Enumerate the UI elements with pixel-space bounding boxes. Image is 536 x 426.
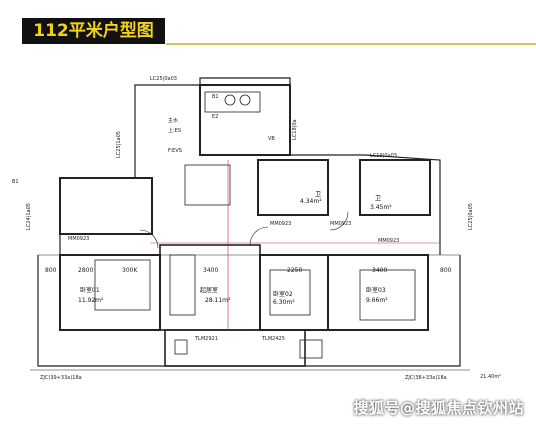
label-b1: B1 xyxy=(12,179,19,185)
label-balcony-2: TLM2425 xyxy=(261,336,285,342)
label-xt: 主水 xyxy=(168,117,178,124)
bed-02 xyxy=(269,269,311,316)
bedroom01-wall xyxy=(59,254,161,331)
room-name-0: 卧室01 xyxy=(80,286,100,294)
label-door-left: MM0923 xyxy=(68,236,89,242)
label-ac-small: LC18|0a xyxy=(292,119,298,140)
bathroom-right-wall xyxy=(359,159,431,216)
stove-burner xyxy=(224,94,236,106)
room-area-2: 6.30m² xyxy=(273,299,295,306)
label-ac-top: LC25|0a03 xyxy=(150,76,177,82)
dim-text-6: 800 xyxy=(440,267,452,274)
balcony-fixture-2 xyxy=(299,339,323,359)
room-name-4: 卫 xyxy=(315,191,321,198)
dim-text-2: 300K xyxy=(122,267,138,274)
label-area-total: 21.40m² xyxy=(480,374,501,380)
stove-burner-2 xyxy=(239,94,251,106)
label-ac-right-mid: LC25|0a05 xyxy=(468,203,474,230)
label-vb: VB xyxy=(268,136,275,142)
bed-03 xyxy=(359,269,416,321)
title-text: 112平米户型图 xyxy=(33,21,154,41)
bed-01 xyxy=(94,259,151,311)
room-name-2: 卧室02 xyxy=(273,290,293,298)
label-balcony: TLM2921 xyxy=(194,336,218,342)
outer-wall-north xyxy=(59,77,441,255)
label-es: 上:ES xyxy=(168,127,181,134)
bathroom-mid-wall xyxy=(257,159,329,216)
dim-text-4: 2250 xyxy=(287,267,302,274)
dim-text-0: 800 xyxy=(45,267,57,274)
room-name-3: 卧室03 xyxy=(366,286,386,294)
label-ac-left-top: LC25|1a05 xyxy=(116,131,122,158)
label-shaft: F:EVS xyxy=(168,148,182,154)
balcony-wall xyxy=(164,329,306,367)
label-door-mid: MM0923 xyxy=(270,221,291,227)
bedroom03-wall xyxy=(327,254,429,331)
sofa xyxy=(169,254,196,316)
label-kitchen: E2 xyxy=(212,114,218,120)
label-window-bottom-2: ZJC(38+33a)18a xyxy=(405,375,447,381)
room-area-5: 3.45m² xyxy=(370,204,392,211)
title-underline xyxy=(166,43,536,45)
label-door-mid2: MM0923 xyxy=(330,221,351,227)
label-window-bottom: ZJC(39+33a)18a xyxy=(40,375,82,381)
dim-text-5: 3400 xyxy=(372,267,387,274)
label-b2: B1 xyxy=(212,94,219,100)
room-name-1: 起居室 xyxy=(200,286,218,294)
label-door-right: MM0923 xyxy=(378,238,399,244)
door-arc-2 xyxy=(329,211,349,231)
title-banner: 112平米户型图 xyxy=(22,18,165,44)
watermark-text: 搜狐号@搜狐焦点钦州站 xyxy=(353,399,524,417)
bathroom-left-wall xyxy=(59,177,153,235)
label-ac-right-top: LC19|0a03 xyxy=(370,153,397,159)
balcony-fixture xyxy=(174,339,188,355)
room-area-1: 28.11m² xyxy=(205,297,231,304)
door-arc-1 xyxy=(139,229,159,249)
room-area-3: 9.66m² xyxy=(366,297,388,304)
room-area-0: 11.92m² xyxy=(78,297,104,304)
dim-text-1: 2800 xyxy=(78,267,93,274)
kitchen-wall xyxy=(199,84,291,156)
label-ac-left-mid: LC24|1a05 xyxy=(26,203,32,230)
outer-wall-south xyxy=(37,255,461,367)
kitchen-counter xyxy=(204,91,261,113)
door-arc-3 xyxy=(249,226,269,246)
room-name-5: 卫 xyxy=(375,195,381,202)
room-area-4: 4.34m² xyxy=(300,198,322,205)
dim-text-3: 3400 xyxy=(203,267,218,274)
dining-table xyxy=(184,164,231,206)
